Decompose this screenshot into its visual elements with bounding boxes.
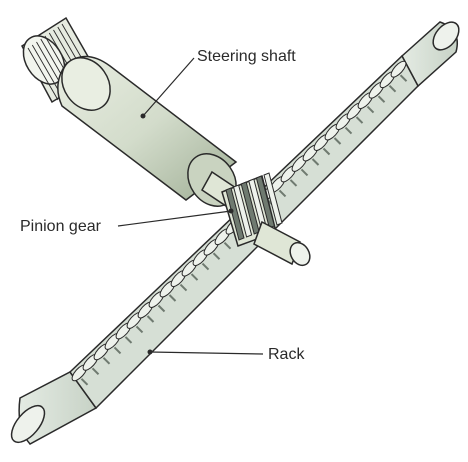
leader-steering-shaft <box>142 57 195 117</box>
stub-body <box>253 220 301 266</box>
rack-tooth-shade <box>223 241 232 250</box>
leader-lines <box>117 57 264 355</box>
rack-end-face-top <box>432 21 460 51</box>
rack-tooth-shade <box>201 262 210 271</box>
rack-tooth-shade <box>300 168 309 177</box>
rack-tooth <box>390 60 407 78</box>
leader-pinion-gear <box>117 210 232 227</box>
pinion-tooth <box>233 184 253 238</box>
pinion-tooth <box>255 175 275 229</box>
leader-dot-pinion-gear <box>228 208 234 214</box>
rack-tooth-shade <box>333 137 342 145</box>
pinion-tooth <box>225 187 245 241</box>
spline-line <box>27 47 59 101</box>
rack-tooth-shade <box>124 336 133 344</box>
leader-rack <box>149 351 264 355</box>
leader-dot-rack <box>147 349 153 355</box>
rack-tooth-shade <box>146 315 155 323</box>
label-steering-shaft: Steering shaft <box>197 48 296 65</box>
label-rack: Rack <box>268 346 305 363</box>
leader-dot-steering-shaft <box>140 113 146 119</box>
pinion-tooth <box>263 172 283 226</box>
rack-tooth-shade <box>311 158 320 166</box>
rack-tooth-shade <box>102 357 111 365</box>
shaft-cylinder-face <box>61 57 111 111</box>
rack-tooth-shade <box>135 325 144 334</box>
rack-tooth-shade <box>366 105 375 114</box>
rack-tooth-shade <box>113 346 122 355</box>
rack-tooth-shade <box>322 147 331 156</box>
rack-tooth-shade <box>80 378 89 386</box>
stub-face <box>289 241 311 267</box>
rack-tooth-shade <box>289 179 298 187</box>
rack-end-face-bottom <box>10 404 46 444</box>
rack-tooth-shade <box>344 126 353 135</box>
rack-tooth-shade <box>190 273 199 281</box>
rack-tooth-shade <box>91 367 100 376</box>
rack-tooth-shade <box>388 84 397 93</box>
rack-tooth-shade <box>355 116 364 124</box>
rack-tooth-shade <box>179 283 188 292</box>
rack-tooth-shade <box>212 252 221 260</box>
rack-tooth-shade <box>168 294 177 302</box>
pinion-stub-shaft <box>253 220 311 267</box>
rack-tooth-shade <box>157 304 166 313</box>
label-pinion-gear: Pinion gear <box>20 218 101 235</box>
rack-tooth-shade <box>278 189 287 198</box>
rack-tooth-shade <box>399 74 408 82</box>
rack-tooth-shade <box>377 95 386 103</box>
pinion-teeth <box>225 172 283 241</box>
